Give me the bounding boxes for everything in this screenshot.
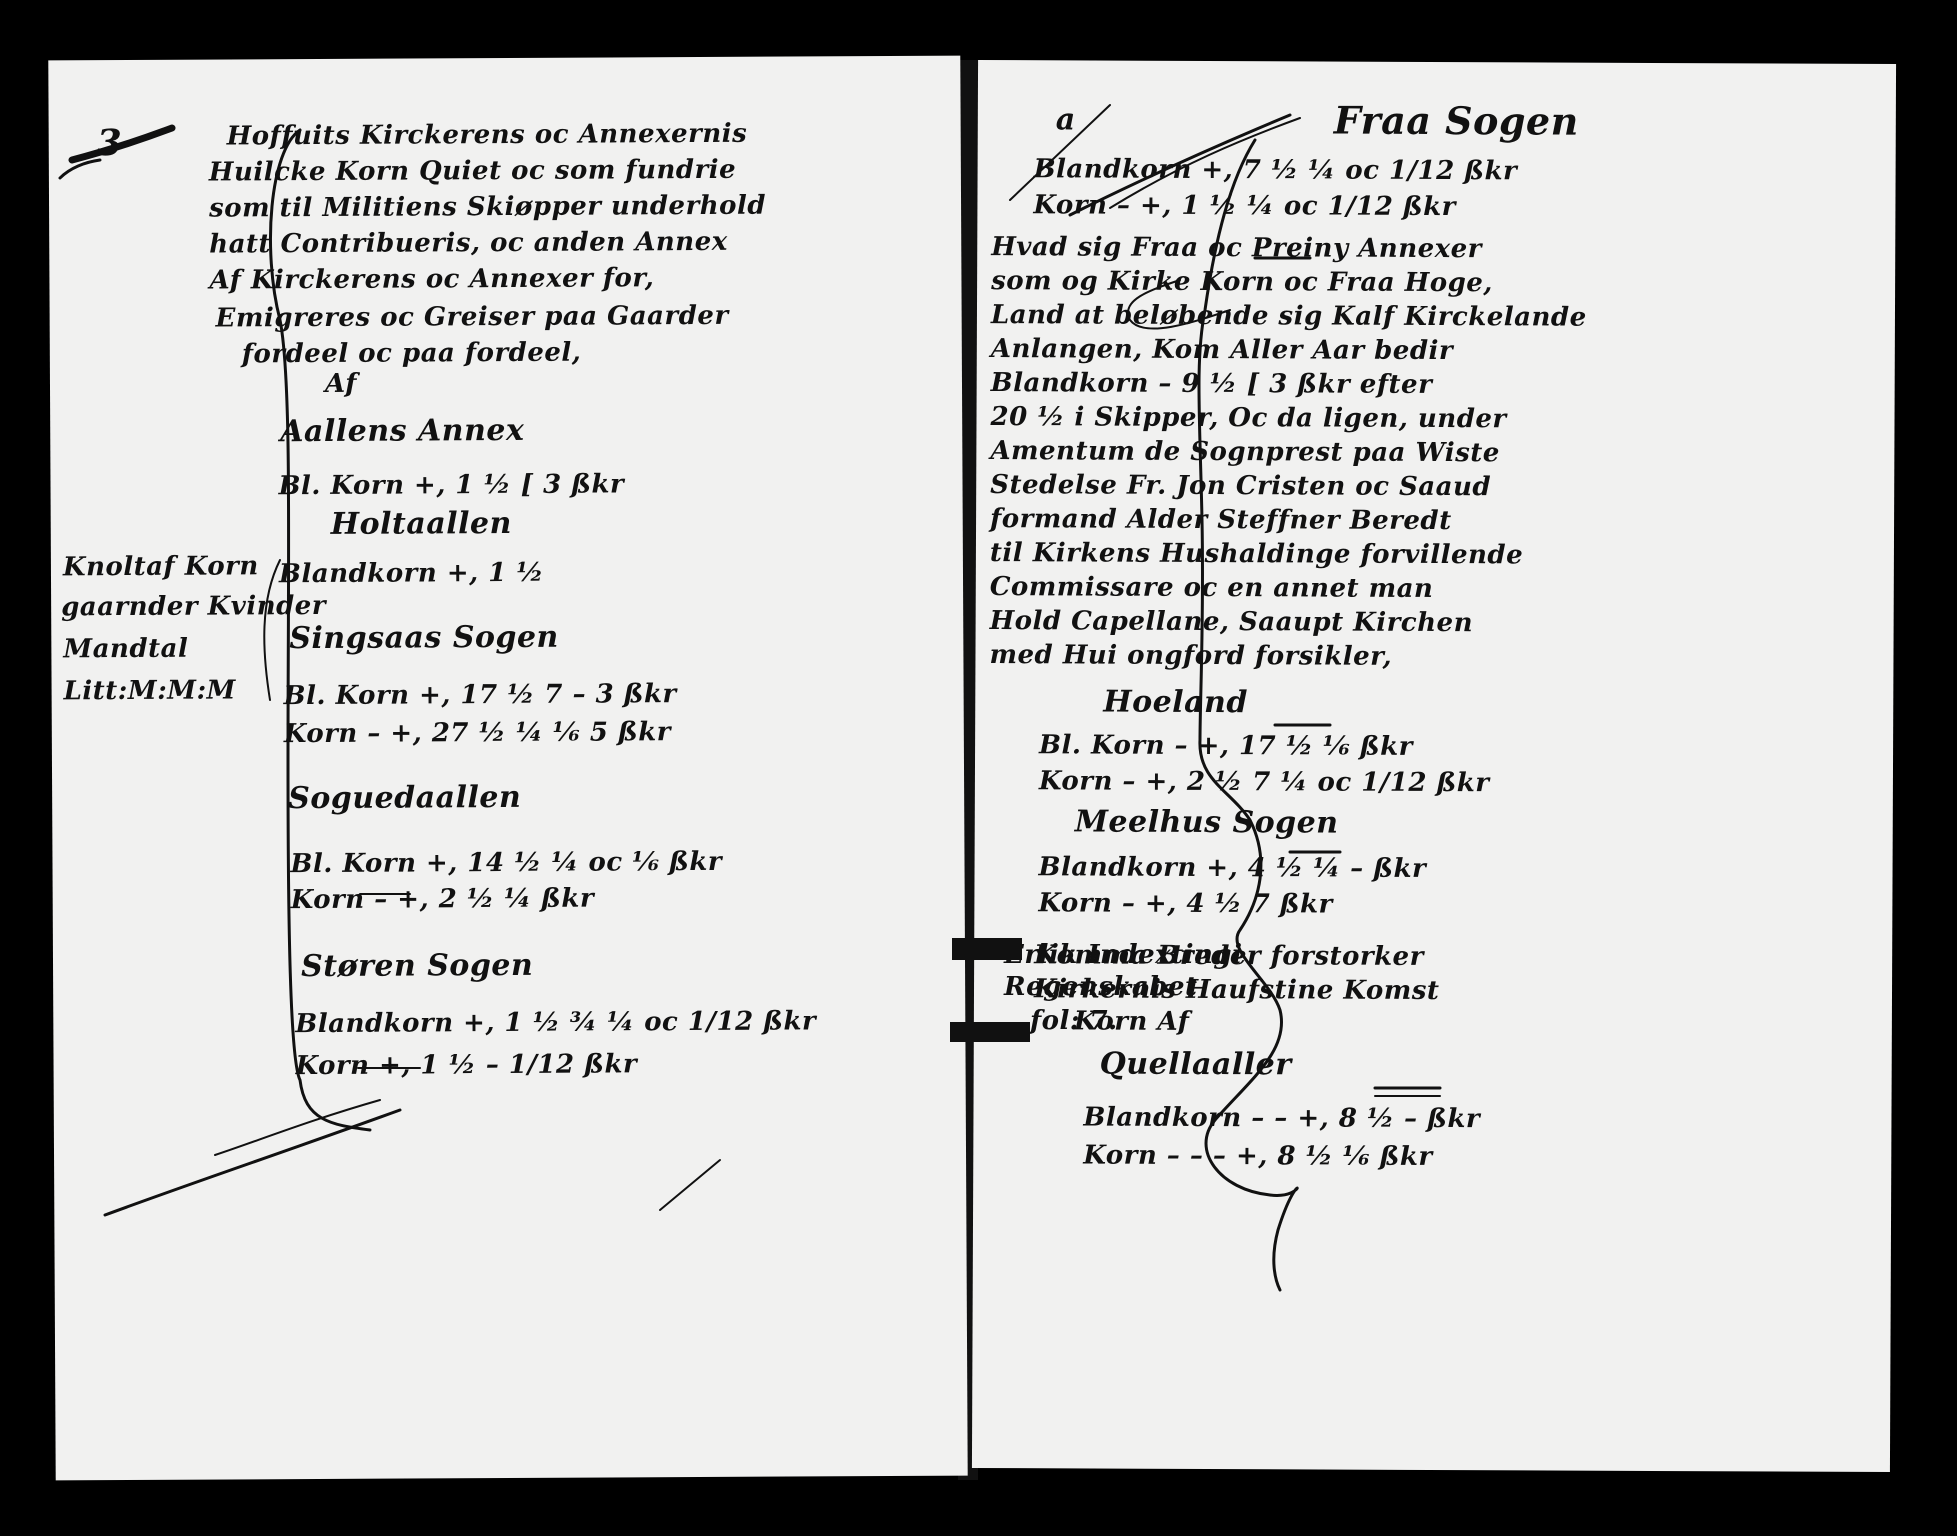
paragraph-line: 20 ½ i Skipper, Oc da ligen, under: [990, 402, 1507, 435]
entry-line: Korn – +, 27 ½ ¼ ⅙ 5 ßkr: [283, 717, 672, 750]
intro-line-2: Huilcke Korn Quiet oc som fundrie: [208, 154, 737, 188]
margin-note-line: Litt:M:M:M: [63, 675, 236, 707]
entry-line: Blandkorn +, 1 ½: [278, 557, 545, 590]
intro-line-1: Hoffuits Kirckerens oc Annexernis: [226, 118, 748, 152]
section-heading: Holtaallen: [330, 505, 512, 542]
section-heading: Meelhus Sogen: [1074, 804, 1339, 841]
paragraph-line: Anlangen, Kom Aller Aar bedir: [990, 334, 1454, 367]
entry-line: Korn – – – +, 8 ½ ⅙ ßkr: [1083, 1140, 1433, 1172]
entry-line: Korn – +, 1 ½ ¼ oc 1/12 ßkr: [1033, 190, 1456, 223]
intro-line-5: Af Kirckerens oc Annexer for,: [209, 263, 655, 296]
margin-note-line: Knoltaf Korn: [62, 551, 259, 583]
page-title: Fraa Sogen: [1333, 97, 1579, 144]
intro-line-7: fordeel oc paa fordeel,: [241, 337, 582, 370]
paragraph-line: som og Kirke Korn oc Fraa Hoge,: [991, 266, 1493, 299]
right-margin-note-line: fol: 7.: [1030, 1006, 1118, 1036]
entry-line: Bl. Korn +, 14 ½ ¼ oc ⅙ ßkr: [290, 846, 723, 880]
right-margin-note-line: Erlik Indextingi: [1004, 940, 1243, 970]
entry-line: Bl. Korn – +, 17 ½ ⅙ ßkr: [1039, 730, 1413, 762]
right-margin-note-line: Regenskabet: [1004, 972, 1198, 1002]
paragraph-line: formand Alder Steffner Beredt: [990, 504, 1452, 537]
entry-line: Korn – +, 4 ½ 7 ßkr: [1038, 888, 1333, 920]
paragraph-line: Stedelse Fr. Jon Cristen oc Saaud: [990, 470, 1492, 503]
section-heading: Aallens Annex: [280, 412, 525, 450]
intro-line-6: Emigreres oc Greiser paa Gaarder: [215, 300, 729, 334]
section-heading: Quellaaller: [1099, 1046, 1292, 1083]
entry-line: Blandkorn – – +, 8 ½ – ßkr: [1083, 1102, 1481, 1135]
paragraph-line: Hvad sig Fraa oc Preiny Annexer: [991, 232, 1482, 265]
left-page: 3 Hoffuits Kirckerens oc Annexernis Huil…: [48, 55, 968, 1481]
entry-line: Korn – +, 2 ½ ¼ ßkr: [290, 883, 595, 916]
section-heading: Hoeland: [1103, 684, 1248, 721]
right-page: a Fraa Sogen Blandkorn +, 7 ½ ¼ oc 1/12 …: [971, 60, 1897, 1472]
paragraph-line: Commissare oc en annet man: [989, 572, 1434, 604]
section-heading: Støren Sogen: [300, 947, 534, 985]
of-word: Af: [324, 368, 357, 399]
entry-line: Blandkorn +, 4 ½ ¼ – ßkr: [1038, 852, 1427, 884]
section-heading: Soguedaallen: [288, 779, 522, 817]
entry-line: Korn +, 1 ½ – 1/12 ßkr: [295, 1049, 638, 1082]
paragraph-line: Hold Capellane, Saaupt Kirchen: [989, 606, 1474, 639]
margin-note-line: Mandtal: [63, 633, 189, 665]
paragraph-line: Land at beløbende sig Kalf Kirckelande: [990, 300, 1587, 333]
paragraph-line: Blandkorn – 9 ½ [ 3 ßkr efter: [990, 368, 1433, 400]
entry-line: Blandkorn +, 1 ½ ¾ ¼ oc 1/12 ßkr: [295, 1006, 817, 1040]
paragraph-line: til Kirkens Hushaldinge forvillende: [989, 538, 1524, 571]
entry-line: Blandkorn +, 7 ½ ¼ oc 1/12 ßkr: [1033, 154, 1518, 187]
intro-line-3: som til Militiens Skiøpper underhold: [208, 190, 767, 224]
entry-line: Bl. Korn +, 17 ½ 7 – 3 ßkr: [283, 679, 677, 712]
entry-line: Bl. Korn +, 1 ½ [ 3 ßkr: [278, 469, 625, 502]
paragraph-line: med Hui ongford forsikler,: [989, 640, 1393, 672]
entry-line: Korn – +, 2 ½ 7 ¼ oc 1/12 ßkr: [1038, 766, 1490, 799]
section-heading: Singsaas Sogen: [289, 619, 559, 657]
corner-mark: a: [1055, 102, 1076, 138]
folio-number: 3: [96, 122, 123, 165]
intro-line-4: hatt Contribueris, oc anden Annex: [209, 226, 728, 260]
margin-note-line: gaarnder Kvinder: [61, 590, 327, 623]
paragraph-line: Amentum de Sognprest paa Wiste: [990, 436, 1500, 469]
